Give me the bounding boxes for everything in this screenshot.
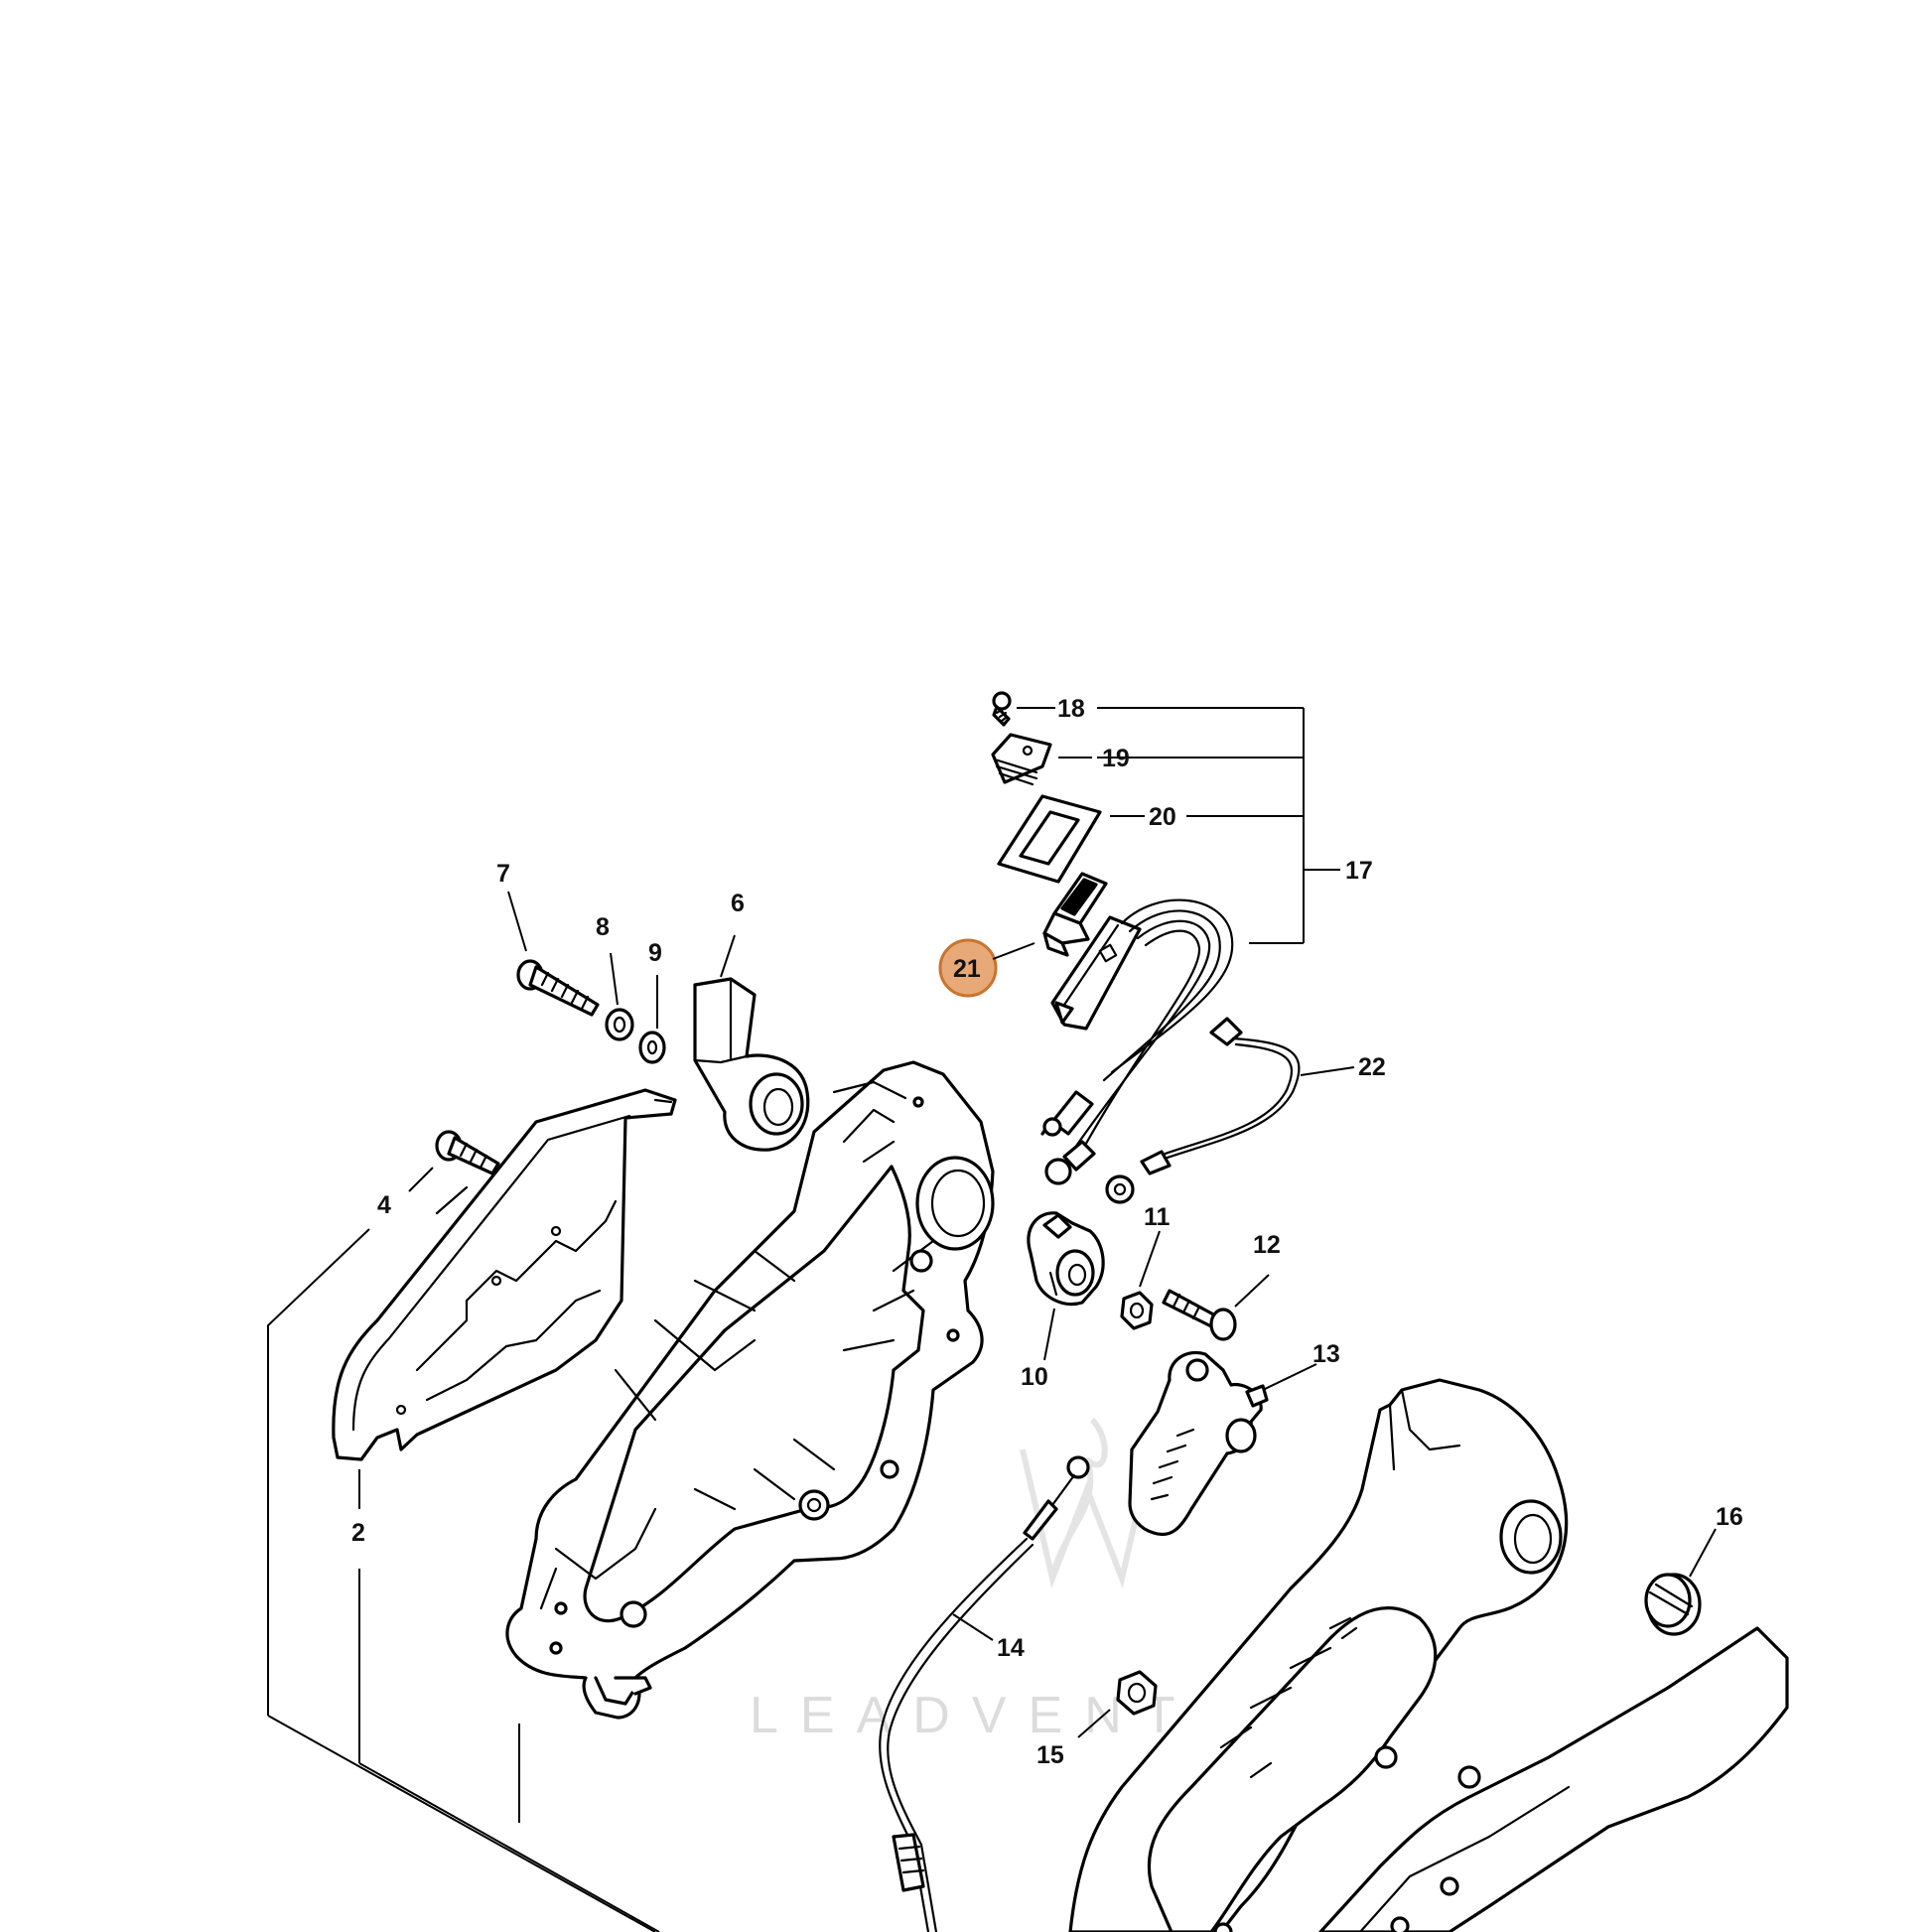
handle-frame [505,1060,995,1720]
part-10-bearing-block [1027,1211,1105,1361]
label-6[interactable]: 6 [731,890,745,917]
callout-labels: 18 19 20 17 21 22 7 8 9 6 4 2 11 12 10 1… [351,695,1743,1769]
part-17-switch-assembly [1040,898,1234,1185]
label-2[interactable]: 2 [351,1519,365,1547]
assembly-bracket [267,1228,660,1932]
label-16[interactable]: 16 [1716,1503,1743,1531]
part-7-screw [507,891,600,1017]
highlight-marker [938,938,1035,998]
label-12[interactable]: 12 [1253,1231,1281,1259]
label-19[interactable]: 19 [1102,745,1130,772]
part-21-switch [1042,872,1108,957]
label-13[interactable]: 13 [1312,1340,1340,1368]
label-20[interactable]: 20 [1149,803,1176,831]
part-20-seal-plate [997,794,1145,884]
part-6-guide-arm [693,934,810,1152]
label-9[interactable]: 9 [648,939,662,967]
part-8-spring-washer [605,952,634,1041]
label-4[interactable]: 4 [377,1191,391,1219]
label-21[interactable]: 21 [953,955,981,983]
label-22[interactable]: 22 [1358,1053,1386,1081]
part-19-switch-cap [991,733,1092,786]
label-7[interactable]: 7 [496,860,510,888]
part-16-plug [1644,1528,1717,1636]
label-18[interactable]: 18 [1057,695,1085,723]
part-4-screw [408,1130,500,1192]
label-14[interactable]: 14 [997,1634,1025,1662]
part-11-nut [1120,1230,1161,1330]
handle-housing [1068,1378,1789,1932]
part-18-screw [992,691,1055,727]
highlight-circle [938,938,998,998]
kit-17-bracket [1097,707,1340,944]
part-14-throttle-cable [879,1455,1090,1932]
part-12-screw [1162,1274,1270,1341]
part-9-washer [638,975,666,1064]
label-17[interactable]: 17 [1345,857,1373,885]
part-2-side-strip [332,1088,677,1461]
part-13-trigger-lever [1128,1350,1317,1537]
label-15[interactable]: 15 [1036,1741,1064,1769]
label-8[interactable]: 8 [596,913,610,941]
label-11[interactable]: 11 [1144,1203,1171,1231]
part-22-ground-wire [1105,1017,1355,1204]
part-15-nut [1077,1670,1158,1738]
label-10[interactable]: 10 [1021,1363,1048,1391]
